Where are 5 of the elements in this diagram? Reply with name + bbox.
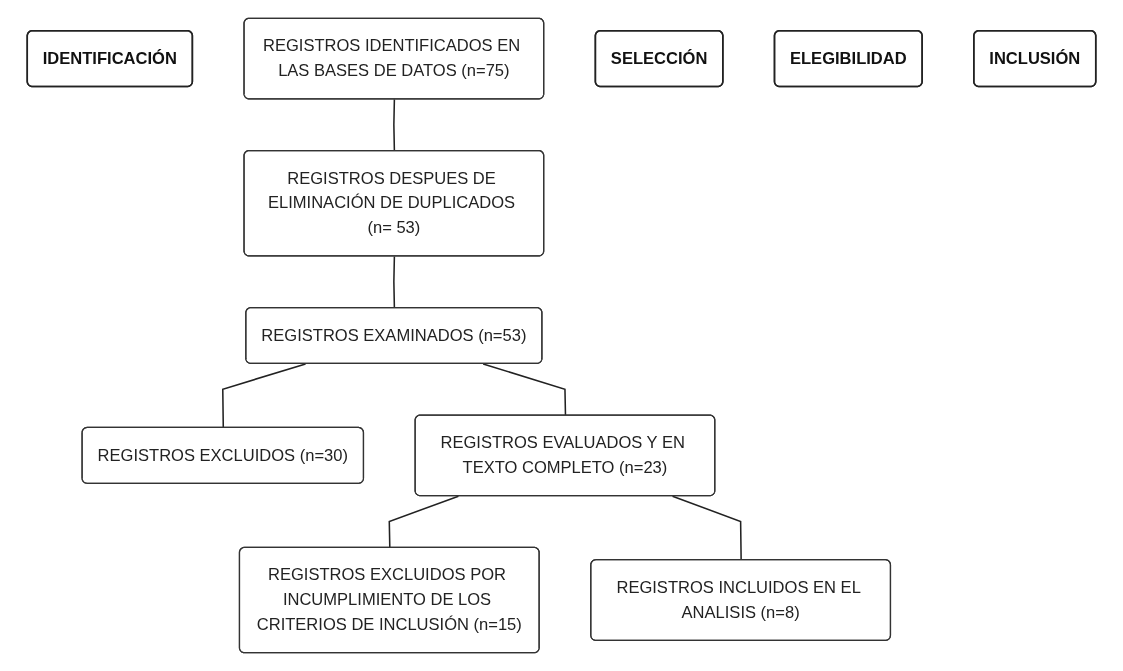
connector bbox=[222, 363, 307, 429]
connector bbox=[482, 363, 567, 417]
connector bbox=[393, 255, 396, 309]
connector bbox=[388, 495, 460, 549]
connector bbox=[393, 98, 396, 152]
